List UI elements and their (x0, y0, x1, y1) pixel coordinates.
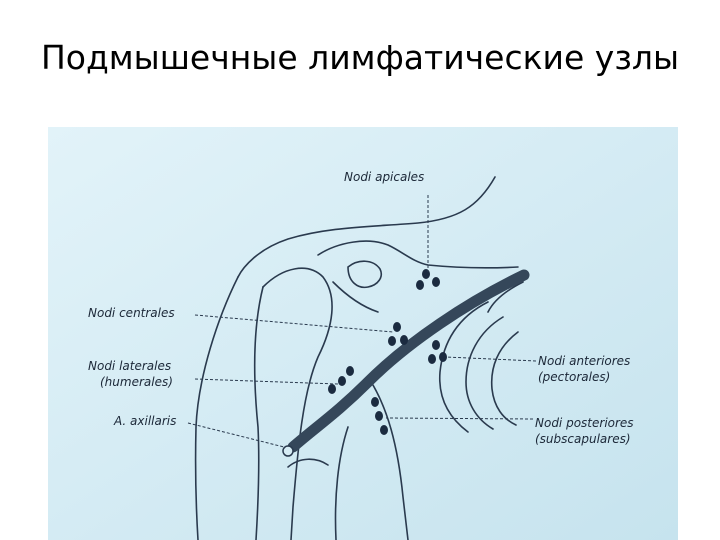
leader-anteriores (445, 356, 537, 362)
node-apical-2 (432, 277, 440, 287)
node-anterior-3 (428, 354, 436, 364)
lymph-nodes (328, 269, 447, 435)
neck-contour (237, 176, 496, 278)
node-anterior-2 (439, 352, 447, 362)
label-nodi-posteriores: Nodi posteriores (535, 416, 634, 430)
node-lateral-3 (328, 384, 336, 394)
photo-background (48, 127, 678, 540)
label-nodi-laterales: Nodi laterales (88, 359, 171, 373)
axillary-artery (287, 269, 530, 453)
inner-arm-line (334, 426, 349, 540)
anatomy-outlines (194, 176, 524, 540)
artery-cut-end (282, 445, 294, 457)
node-anterior-1 (432, 340, 440, 350)
chest-wall-line (367, 376, 409, 540)
node-central-1 (393, 322, 401, 332)
node-lateral-1 (346, 366, 354, 376)
leader-laterales (194, 378, 339, 385)
leader-axillaris (187, 422, 285, 448)
node-lateral-2 (338, 376, 346, 386)
label-pectorales: (pectorales) (538, 370, 610, 384)
axilla-diagram: Nodi apicales Nodi centrales Nodi latera… (48, 127, 678, 540)
slide-title: Подмышечные лимфатические узлы (40, 38, 680, 77)
node-posterior-1 (371, 397, 379, 407)
rib-1 (438, 301, 489, 433)
label-humerales: (humerales) (100, 375, 173, 389)
leader-posteriores (385, 417, 534, 420)
node-apical-3 (416, 280, 424, 290)
label-nodi-anteriores: Nodi anteriores (538, 354, 630, 368)
node-posterior-3 (380, 425, 388, 435)
label-subscapulares: (subscapulares) (535, 432, 631, 446)
node-posterior-2 (375, 411, 383, 421)
node-central-2 (400, 335, 408, 345)
rib-upper (487, 281, 524, 313)
rib-2 (465, 316, 504, 430)
humerus-inner-outline (253, 286, 264, 540)
coracoid-outline (347, 260, 383, 289)
label-a-axillaris: A. axillaris (113, 414, 176, 428)
leader-centrales (194, 314, 394, 333)
leader-lines (187, 195, 537, 448)
arm-outer-contour (194, 276, 239, 540)
label-nodi-apicales: Nodi apicales (344, 170, 424, 184)
rib-3 (490, 331, 519, 426)
label-nodi-centrales: Nodi centrales (88, 306, 175, 320)
node-central-3 (388, 336, 396, 346)
node-apical-1 (422, 269, 430, 279)
axillary-fold (287, 458, 329, 468)
clavicle-outline (317, 240, 519, 269)
shoulder-joint-line (332, 281, 379, 313)
diagram-photo: Nodi apicales Nodi centrales Nodi latera… (48, 127, 678, 540)
